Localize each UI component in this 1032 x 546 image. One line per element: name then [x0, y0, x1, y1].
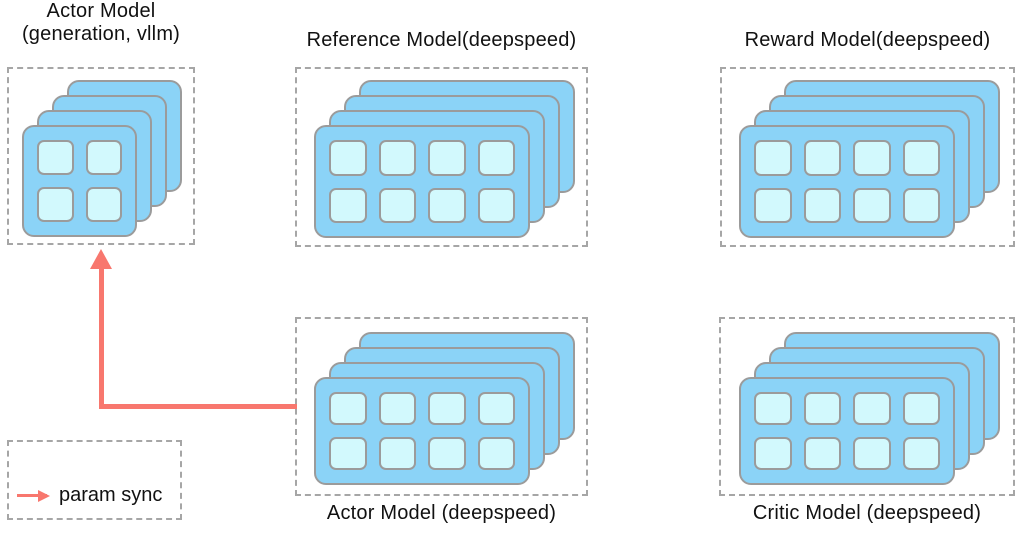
gpu-stack-reward — [739, 80, 1000, 238]
model-title-critic: Critic Model (deepspeed) — [752, 502, 982, 524]
model-box-actor-deepspeed — [295, 317, 588, 496]
gpu-cell — [85, 187, 122, 222]
gpu-cell — [902, 392, 940, 425]
model-box-reference — [295, 67, 588, 247]
gpu-cell — [428, 437, 466, 470]
gpu-card-front — [314, 125, 530, 238]
gpu-cell — [803, 140, 841, 176]
model-box-critic — [719, 317, 1015, 496]
model-box-actor-vllm — [7, 67, 195, 245]
gpu-cell — [803, 392, 841, 425]
model-title-actor-deepspeed: Actor Model (deepspeed) — [326, 502, 557, 524]
gpu-card-front — [22, 125, 137, 237]
model-box-reward — [720, 67, 1015, 247]
gpu-cell — [803, 187, 841, 223]
arrow-head-icon — [90, 249, 112, 269]
gpu-cell — [902, 437, 940, 470]
legend-label: param sync — [59, 484, 163, 506]
gpu-cell — [378, 392, 416, 425]
gpu-cell — [428, 140, 466, 176]
gpu-cell — [329, 392, 367, 425]
arrow-shaft-horizontal — [99, 404, 297, 409]
gpu-cell — [754, 140, 792, 176]
gpu-cell — [853, 392, 891, 425]
gpu-stack-actor-deepspeed — [314, 332, 575, 485]
gpu-card-front — [314, 377, 530, 485]
gpu-cell — [37, 140, 74, 175]
gpu-cell — [477, 140, 515, 176]
model-title-reward: Reward Model(deepspeed) — [744, 29, 991, 51]
model-title-actor-vllm: Actor Model (generation, vllm) — [0, 0, 202, 46]
gpu-cell — [85, 140, 122, 175]
gpu-cell — [329, 187, 367, 223]
gpu-stack-critic — [739, 332, 1000, 485]
model-title-line1: Actor Model — [46, 0, 156, 22]
gpu-cell — [37, 187, 74, 222]
gpu-cell — [902, 187, 940, 223]
gpu-cell — [803, 437, 841, 470]
gpu-cell — [754, 437, 792, 470]
gpu-cell — [853, 437, 891, 470]
gpu-card-front — [739, 377, 955, 485]
gpu-cell — [853, 140, 891, 176]
gpu-cell — [477, 392, 515, 425]
gpu-cell — [477, 187, 515, 223]
gpu-cell — [378, 437, 416, 470]
legend-box: param sync — [7, 440, 182, 520]
gpu-cell — [853, 187, 891, 223]
gpu-card-front — [739, 125, 955, 238]
gpu-cell — [902, 140, 940, 176]
model-title-reference: Reference Model(deepspeed) — [306, 29, 577, 51]
gpu-cell — [428, 392, 466, 425]
gpu-cell — [754, 392, 792, 425]
gpu-stack-actor-vllm — [22, 80, 182, 237]
gpu-cell — [477, 437, 515, 470]
model-title-line2: (generation, vllm) — [21, 23, 181, 45]
gpu-cell — [329, 140, 367, 176]
arrow-shaft-vertical — [99, 267, 104, 409]
gpu-cell — [378, 140, 416, 176]
param-sync-arrow-icon — [17, 489, 50, 502]
gpu-cell — [378, 187, 416, 223]
gpu-stack-reference — [314, 80, 575, 238]
gpu-cell — [754, 187, 792, 223]
gpu-cell — [329, 437, 367, 470]
gpu-cell — [428, 187, 466, 223]
